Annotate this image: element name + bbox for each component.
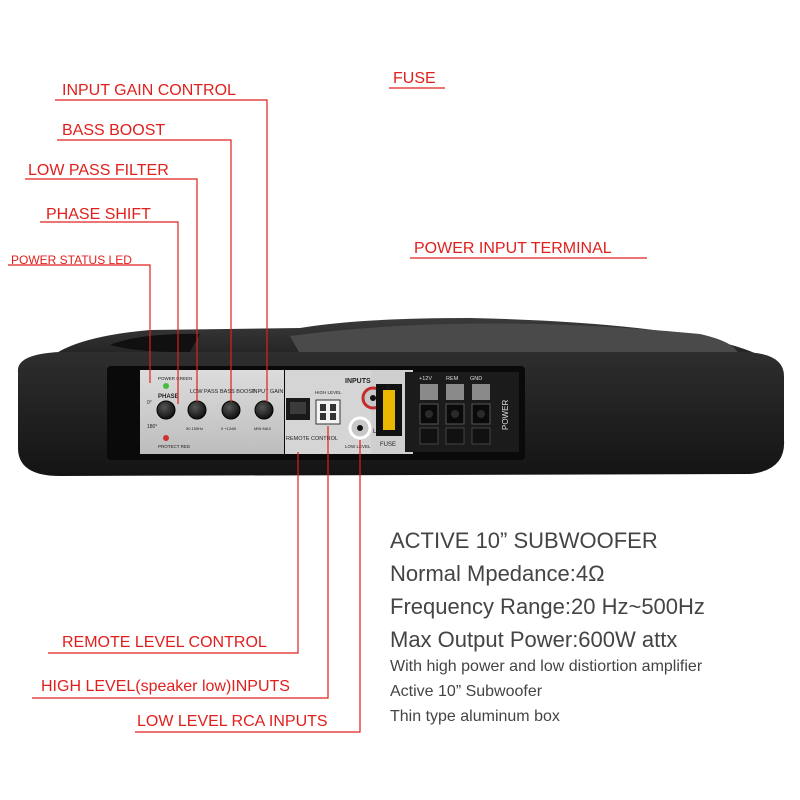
callout-low-pass-filter: LOW PASS FILTER (28, 162, 169, 179)
label-low-pass: LOW PASS (190, 389, 219, 395)
label-remote-control: REMOTE CONTROL (286, 436, 338, 442)
spec-line-3: Thin type aluminum box (390, 708, 560, 725)
label-input-gain: INPUT GAIN (252, 389, 283, 395)
high-level-connector[interactable] (315, 399, 341, 425)
callout-lines (8, 87, 647, 733)
label-gnd: GND (470, 376, 482, 382)
low-pass-knob[interactable] (187, 400, 207, 420)
label-bass-boost-range: 0 +12dB (221, 426, 236, 431)
line-low-level-rca (135, 440, 361, 733)
speaker-grille (290, 323, 738, 354)
spec-impedance: Normal Mpedance:4Ω (390, 561, 605, 586)
callout-remote-level-control: REMOTE LEVEL CONTROL (62, 634, 267, 651)
label-power-green: POWER GREEN (158, 376, 192, 381)
fuse (383, 390, 395, 430)
callout-low-level-rca-inputs: LOW LEVEL RCA INPUTS (137, 713, 328, 730)
spec-line-2: Active 10” Subwoofer (390, 683, 543, 700)
spec-title: ACTIVE 10” SUBWOOFER (390, 528, 658, 553)
protect-led (163, 435, 169, 441)
label-phase-0: 0° (147, 400, 152, 406)
line-phase-shift (40, 221, 179, 404)
callout-high-level-inputs: HIGH LEVEL(speaker low)INPUTS (41, 678, 290, 695)
label-plus-12v: +12V (419, 376, 432, 382)
label-power-vertical: POWER (501, 400, 510, 430)
label-bass-boost: BASS BOOST (220, 389, 256, 395)
phase-knob[interactable] (156, 400, 176, 420)
line-bass-boost (57, 139, 232, 402)
input-gain-knob[interactable] (254, 400, 274, 420)
terminal-rem[interactable] (446, 384, 464, 400)
line-low-pass (25, 178, 198, 402)
callout-fuse: FUSE (393, 70, 436, 87)
terminal-gnd[interactable] (472, 384, 490, 400)
line-high-level (32, 426, 329, 699)
terminal-plus-12v[interactable] (420, 384, 438, 400)
label-phase-180: 180° (147, 424, 157, 430)
label-fuse-panel: FUSE (380, 442, 396, 448)
label-r: R (386, 386, 391, 392)
label-l: L (373, 429, 377, 435)
label-low-level: LOW LEVEL (345, 444, 371, 449)
callout-power-status-led: POWER STATUS LED (11, 253, 132, 267)
callout-power-input-terminal: POWER INPUT TERMINAL (414, 240, 612, 257)
line-input-gain (55, 99, 268, 402)
label-high-level: HIGH LEVEL (315, 390, 342, 395)
label-protect-red: PROTECT RED (158, 444, 191, 449)
label-input-gain-range: MIN MAX (254, 426, 271, 431)
bass-boost-knob[interactable] (221, 400, 241, 420)
power-led (163, 383, 169, 389)
control-panel: POWER GREEN PHASE 0° 180° PROTECT RED LO… (107, 366, 525, 460)
callout-input-gain-control: INPUT GAIN CONTROL (62, 82, 236, 99)
line-power-led (8, 264, 151, 383)
line-remote-level (48, 452, 299, 654)
label-low-pass-range: 50 150Hz (186, 426, 203, 431)
callout-phase-shift: PHASE SHIFT (46, 206, 151, 223)
spec-line-1: With high power and low distiortion ampl… (390, 658, 703, 675)
label-phase: PHASE (158, 394, 179, 400)
callout-bass-boost: BASS BOOST (62, 122, 166, 139)
spec-power: Max Output Power:600W attx (390, 627, 678, 652)
spec-frequency: Frequency Range:20 Hz~500Hz (390, 594, 705, 619)
label-inputs: INPUTS (345, 378, 371, 385)
label-rem: REM (446, 376, 459, 382)
